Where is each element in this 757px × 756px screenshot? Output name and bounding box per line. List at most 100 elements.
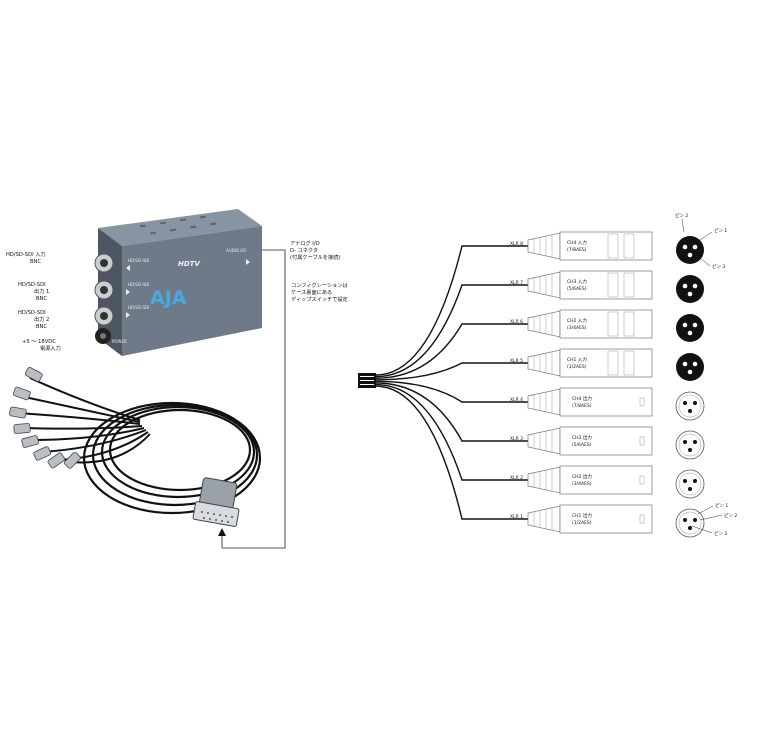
- label-power-line2: 電源入力: [40, 344, 61, 352]
- wire-8: [375, 385, 528, 520]
- aes-label: (1/2AES): [572, 520, 592, 526]
- label-sdi-in-line2: BNC: [30, 259, 41, 265]
- panel-label-5: POWER: [112, 339, 127, 344]
- label-sdi-out2-line3: BNC: [36, 324, 47, 330]
- channel-label: CH1 出力: [572, 512, 592, 519]
- wire-3: [375, 323, 528, 379]
- device-vent-slots: [139, 215, 217, 235]
- pin-label-top-1: ピン 1: [714, 228, 727, 234]
- callout-analog-io: アナログ I/O D- コネクタ (付属ケーブルを接続): [290, 239, 340, 261]
- aes-label: (3/4AES): [567, 325, 587, 331]
- xlr-female-pinout-4: [676, 353, 704, 381]
- panel-label-1: HD/SD-SDI: [128, 258, 149, 263]
- xlr-female-pinout-1: [676, 236, 704, 264]
- label-sdi-out2-line2: 出力 2: [34, 315, 49, 323]
- label-sdi-out1-line3: BNC: [36, 296, 47, 302]
- aes-label: (5/6AES): [567, 286, 587, 292]
- panel-label-2: HD/SD-SDI: [128, 282, 149, 287]
- power-jack: [95, 328, 111, 344]
- panel-arrows: [126, 259, 250, 318]
- cable-fanout: [17, 377, 220, 516]
- pin-label-top-3: ピン 3: [712, 264, 725, 270]
- wire-1: [375, 245, 528, 376]
- callout-arrow-dsub: [218, 528, 226, 536]
- pin-callouts-bottom: ピン 1 ピン 2 ピン 3: [691, 503, 737, 537]
- label-sdi-in-line1: HD/SD-SDI 入力: [6, 250, 46, 258]
- device-port-labels: HD/SD-SDI 入力 BNC HD/SD-SDI 出力 1 BNC HD/S…: [6, 250, 61, 352]
- xlr-label: XLR 1: [510, 514, 523, 520]
- aes-label: (3/4AES): [572, 481, 592, 487]
- callout-lines: [221, 249, 286, 549]
- xlr-connector-xlr-4: XLR 4 CH4 出力(7/8AES): [510, 387, 653, 417]
- xlr-connector-xlr-2: XLR 2 CH2 出力(3/4AES): [510, 465, 653, 495]
- cable-bundle: [358, 373, 376, 388]
- label-power-line1: +5 〜 18VDC: [22, 339, 56, 345]
- xlr-label: XLR 5: [510, 358, 523, 364]
- aes-label: (5/6AES): [572, 442, 592, 448]
- xlr-connector-xlr-7: XLR 7 CH3 入力(5/6AES): [510, 270, 653, 300]
- aja-converter-device: HDTV AJA HD/SD-SDI HD/SD-SDI HD/SD-SDI A…: [94, 209, 262, 356]
- xlr-connector-xlr-5: XLR 5 CH1 入力(1/2AES): [510, 348, 653, 378]
- xlr-plugs-photo: [9, 367, 81, 469]
- channel-label: CH1 入力: [567, 356, 587, 363]
- pin-label-bottom-2: ピン 2: [724, 513, 737, 519]
- aes-label: (7/8AES): [567, 247, 587, 253]
- breakout-cable: [9, 367, 262, 527]
- xlr-connector-xlr-3: XLR 3 CH3 出力(5/6AES): [510, 426, 653, 456]
- xlr-connector-xlr-6: XLR 6 CH2 入力(3/4AES): [510, 309, 653, 339]
- aes-label: (7/8AES): [572, 403, 592, 409]
- cable-wires: [375, 245, 528, 520]
- panel-label-3: HD/SD-SDI: [128, 305, 149, 310]
- xlr-label: XLR 3: [510, 436, 523, 442]
- xlr-connector-xlr-8: XLR 8 CH4 入力(7/8AES): [510, 231, 653, 261]
- bnc-connector-in: [94, 253, 114, 273]
- callout-config-line3: ディップスイッチで設定: [291, 295, 348, 303]
- device-front-face: [122, 226, 262, 356]
- device-top-face: [98, 209, 262, 246]
- callout-config-line1: コンフィグレーションは: [291, 281, 348, 289]
- xlr-label: XLR 8: [510, 241, 523, 247]
- channel-label: CH2 出力: [572, 473, 592, 480]
- aes-label: (1/2AES): [567, 364, 587, 370]
- bnc-connector-out1: [94, 280, 114, 300]
- callout-analog-line3: (付属ケーブルを接続): [290, 253, 340, 261]
- callout-analog-line1: アナログ I/O: [290, 239, 320, 247]
- xlr-label: XLR 4: [510, 397, 523, 403]
- xlr-male-pinout-6: [675, 430, 705, 460]
- brand-hdtv: HDTV: [178, 260, 200, 268]
- channel-label: CH4 出力: [572, 395, 592, 402]
- channel-label: CH3 入力: [567, 278, 587, 285]
- label-sdi-out1-line2: 出力 1: [34, 287, 49, 295]
- panel-label-4: AUDIO I/O: [226, 248, 246, 253]
- channel-label: CH4 入力: [567, 239, 587, 246]
- xlr-male-pinout-8: [675, 508, 705, 538]
- xlr-male-pinout-7: [675, 469, 705, 499]
- dsub-connector-photo: [192, 477, 240, 527]
- wire-2: [375, 284, 528, 378]
- wire-7: [375, 383, 528, 481]
- wire-4: [375, 362, 528, 381]
- xlr-label: XLR 6: [510, 319, 523, 325]
- callout-config: コンフィグレーションは ケース裏面にある ディップスイッチで設定: [291, 281, 348, 303]
- xlr-male-pinout-5: [675, 391, 705, 421]
- pin-label-top-2: ピン 2: [675, 213, 688, 219]
- wire-5: [375, 380, 528, 403]
- xlr-connector-xlr-1: XLR 1 CH1 出力(1/2AES): [510, 504, 653, 534]
- bnc-connector-out2: [94, 306, 114, 326]
- pin-label-bottom-3: ピン 3: [714, 531, 727, 537]
- pin-callouts-top: ピン 2 ピン 1 ピン 3: [675, 213, 727, 270]
- callout-analog-line2: D- コネクタ: [290, 246, 318, 254]
- channel-label: CH2 入力: [567, 317, 587, 324]
- channel-label: CH3 出力: [572, 434, 592, 441]
- label-sdi-out2-line1: HD/SD-SDI: [18, 310, 46, 316]
- callout-config-line2: ケース裏面にある: [291, 288, 332, 296]
- wire-6: [375, 382, 528, 442]
- xlr-female-pinout-2: [676, 275, 704, 303]
- pin-label-bottom-1: ピン 1: [715, 503, 728, 509]
- brand-aja-logo: AJA: [150, 287, 187, 309]
- xlr-label: XLR 2: [510, 475, 523, 481]
- xlr-pinout-list: [675, 236, 705, 538]
- xlr-label: XLR 7: [510, 280, 523, 286]
